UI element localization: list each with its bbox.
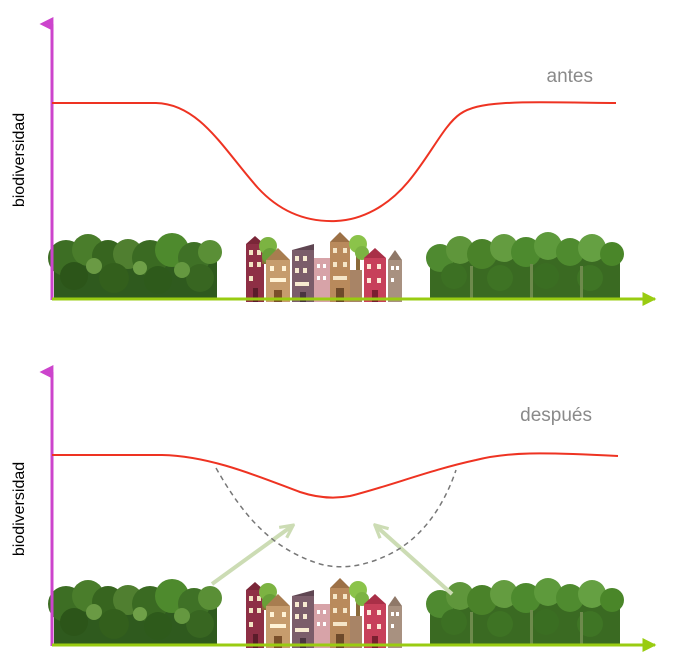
arrow-icon — [376, 526, 454, 596]
town-icon — [246, 578, 402, 648]
panel-antes: antes biodiversidad — [11, 17, 657, 306]
panel-despues: después biodiversidad — [11, 365, 657, 652]
y-axis-label: biodiversidad — [11, 113, 28, 207]
forest-icon — [426, 232, 624, 298]
forest-icon — [48, 579, 222, 644]
y-axis-label: biodiversidad — [11, 462, 28, 556]
previous-biodiversity-curve — [215, 467, 457, 568]
panel-title: antes — [547, 66, 593, 87]
forest-icon — [426, 578, 624, 644]
forest-icon — [48, 233, 222, 298]
panel-title: después — [520, 405, 592, 426]
arrow-icon — [210, 526, 292, 586]
biodiversity-curve — [52, 101, 617, 223]
town-icon — [246, 232, 402, 302]
biodiversity-curve — [52, 452, 619, 499]
